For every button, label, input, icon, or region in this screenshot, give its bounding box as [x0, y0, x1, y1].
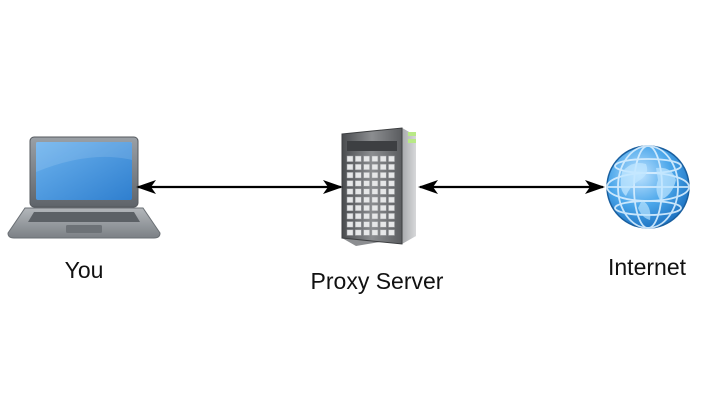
server-panel-cell	[388, 172, 395, 179]
server-panel-cell	[388, 188, 395, 195]
server-panel-cell	[363, 180, 370, 187]
server-panel-cell	[355, 213, 362, 220]
server-panel-cell	[346, 229, 354, 236]
server-panel-cell	[379, 229, 387, 236]
server-panel-cell	[355, 180, 362, 187]
server-panel-cell	[363, 213, 370, 220]
server-panel-cell	[355, 221, 362, 228]
server-panel-cell	[388, 163, 395, 171]
server-panel-cell	[379, 163, 387, 171]
server-panel-cell	[388, 221, 395, 228]
proxy-server-label: Proxy Server	[310, 268, 444, 294]
server-panel-cell	[346, 155, 354, 162]
server-panel-cell	[388, 213, 395, 220]
server-panel-cell	[388, 196, 395, 203]
server-panel-cell	[346, 213, 354, 220]
server-panel-cell	[379, 221, 387, 228]
server-panel-cell	[371, 204, 379, 212]
server-panel-cell	[346, 188, 354, 195]
client-label: You	[64, 257, 104, 283]
server-panel-cell	[371, 188, 379, 195]
server-panel-cell	[346, 180, 354, 187]
server-panel-cell	[346, 221, 354, 228]
server-panel-cell	[371, 180, 379, 187]
server-panel-cell	[355, 163, 362, 171]
server-panel-cell	[363, 155, 370, 162]
server-panel-cell	[355, 172, 362, 179]
server-panel-cell	[355, 196, 362, 203]
server-panel-cell	[379, 180, 387, 187]
server-panel-cell	[363, 172, 370, 179]
server-panel-cell	[379, 188, 387, 195]
server-panel-cell	[371, 221, 379, 228]
server-panel-cell	[346, 204, 354, 212]
server-panel-cell	[371, 163, 379, 171]
server-panel-cell	[379, 213, 387, 220]
internet-label: Internet	[608, 254, 686, 280]
server-panel-cell	[355, 204, 362, 212]
server-panel-cell	[363, 204, 370, 212]
server-panel-cell	[388, 204, 395, 212]
server-panel-cell	[371, 172, 379, 179]
server-panel-cell	[363, 229, 370, 236]
server-panel-cell	[379, 155, 387, 162]
server-panel-cell	[379, 172, 387, 179]
server-panel-cell	[371, 196, 379, 203]
server-panel-cell	[355, 229, 362, 236]
server-panel-cell	[363, 163, 370, 171]
server-panel-cell	[346, 172, 354, 179]
server-panel-cell	[371, 155, 379, 162]
server-panel-cell	[379, 204, 387, 212]
laptop-icon	[7, 136, 161, 239]
server-panel-cell	[371, 229, 379, 236]
server-panel-cell	[346, 196, 354, 203]
server-panel-cell	[346, 163, 354, 171]
server-panel-cell	[363, 196, 370, 203]
globe-icon	[606, 145, 690, 229]
server-panel-cell	[363, 188, 370, 195]
server-panel-cell	[355, 155, 362, 162]
server-panel-cell	[388, 155, 395, 162]
server-tower-icon	[341, 127, 416, 246]
server-panel-cell	[379, 196, 387, 203]
server-panel-cell	[388, 180, 395, 187]
server-panel-cell	[371, 213, 379, 220]
server-panel-cell	[363, 221, 370, 228]
server-panel-cell	[388, 229, 395, 236]
server-panel-cell	[355, 188, 362, 195]
